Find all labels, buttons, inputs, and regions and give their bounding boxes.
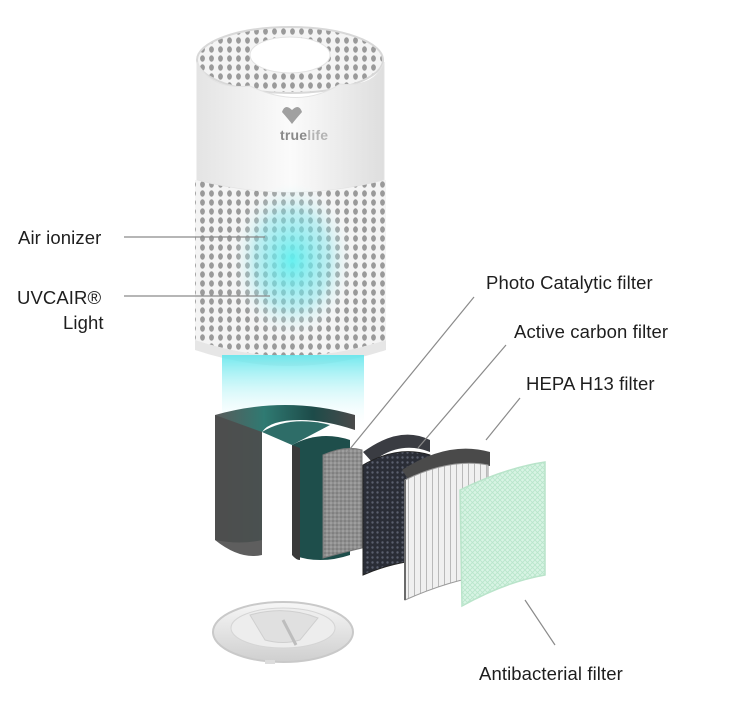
label-hepa: HEPA H13 filter — [526, 373, 655, 394]
photo-catalytic-filter — [322, 447, 363, 559]
brand-wordmark: truelife — [280, 127, 328, 143]
brand-prefix: true — [280, 127, 308, 143]
brand-suffix: life — [307, 127, 329, 143]
label-air-ionizer: Air ionizer — [18, 227, 102, 248]
label-photo-catalytic: Photo Catalytic filter — [486, 272, 653, 293]
leader-active-carbon — [417, 344, 507, 449]
antibacterial-filter — [459, 461, 546, 608]
label-uvcair-line1: UVCAIR® — [17, 287, 102, 308]
leader-lines — [124, 236, 556, 646]
label-antibacterial: Antibacterial filter — [479, 663, 623, 684]
base-plate — [212, 601, 354, 664]
perforated-housing — [195, 180, 386, 366]
top-grille — [196, 26, 384, 94]
label-active-carbon: Active carbon filter — [514, 321, 669, 342]
leader-hepa — [485, 397, 521, 441]
heart-leaf-icon — [282, 106, 302, 124]
label-uvcair-line2: Light — [63, 312, 104, 333]
uv-glow — [230, 180, 354, 340]
leader-photo-catalytic — [344, 296, 475, 456]
leader-antibacterial — [524, 599, 556, 646]
